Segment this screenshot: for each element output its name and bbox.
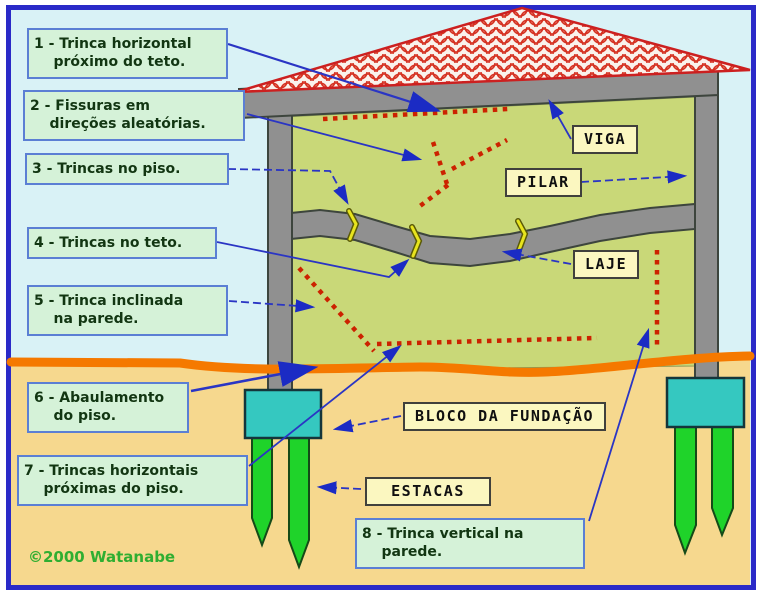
pillar-left: [267, 95, 293, 393]
arrow-pilar: [580, 170, 688, 184]
slab-cracks: [346, 208, 529, 259]
arrow-viga: [548, 99, 572, 140]
label-estacas: ESTACAS: [365, 477, 491, 506]
roof: [235, 6, 751, 94]
callout-2-fissuras-aleatorias: 2 - Fissuras em direções aleatórias.: [23, 90, 245, 141]
label-bloco-da-fundacao: BLOCO DA FUNDAÇÃO: [403, 402, 607, 431]
pile: [288, 437, 310, 570]
arrow-estacas: [316, 481, 362, 495]
arrow-callout-1: [227, 42, 442, 113]
foundation-right: [665, 376, 746, 556]
pile: [251, 437, 273, 548]
arrow-laje: [501, 248, 572, 265]
foundation-block: [665, 376, 746, 429]
pointer-arrows: [190, 42, 688, 522]
crack-random-a: [430, 141, 450, 185]
label-laje: LAJE: [573, 250, 640, 279]
callout-5-trinca-inclinada: 5 - Trinca inclinada na parede.: [27, 285, 228, 336]
arrow-callout-3: [227, 168, 349, 205]
crack-random-b: [450, 138, 509, 171]
crack-inclined-wall: [297, 266, 376, 353]
arrow-callout-4: [216, 241, 410, 278]
callout-6-abaulamento-piso: 6 - Abaulamento do piso.: [27, 382, 189, 433]
foundation-left: [243, 388, 323, 570]
arrow-callout-5: [228, 299, 316, 313]
foundation-block: [243, 388, 323, 440]
arrow-callout-6: [190, 361, 319, 393]
ground-line: [6, 351, 755, 377]
crack-horizontal-ceiling: [322, 106, 509, 122]
callout-1-trinca-horizontal-teto: 1 - Trinca horizontal próximo do teto.: [27, 28, 228, 79]
crack-horizontal-floor: [376, 335, 598, 347]
copyright-text: ©2000 Watanabe: [28, 548, 176, 566]
pile: [674, 426, 697, 556]
arrow-callout-2: [246, 113, 423, 162]
callout-4-trincas-teto: 4 - Trincas no teto.: [27, 227, 217, 260]
arrow-bloco: [332, 415, 402, 433]
arrow-callout-8: [588, 327, 650, 522]
pillar-right: [694, 69, 719, 381]
label-viga: VIGA: [572, 125, 639, 154]
arrow-callout-7: [248, 344, 402, 467]
callout-8-trinca-vertical-parede: 8 - Trinca vertical na parede.: [355, 518, 585, 569]
label-pilar: PILAR: [505, 168, 582, 197]
callout-3-trincas-piso: 3 - Trincas no piso.: [25, 153, 229, 186]
red-cracks: [297, 106, 598, 353]
callout-7-trincas-horizontais-piso: 7 - Trincas horizontais próximas do piso…: [17, 455, 248, 506]
